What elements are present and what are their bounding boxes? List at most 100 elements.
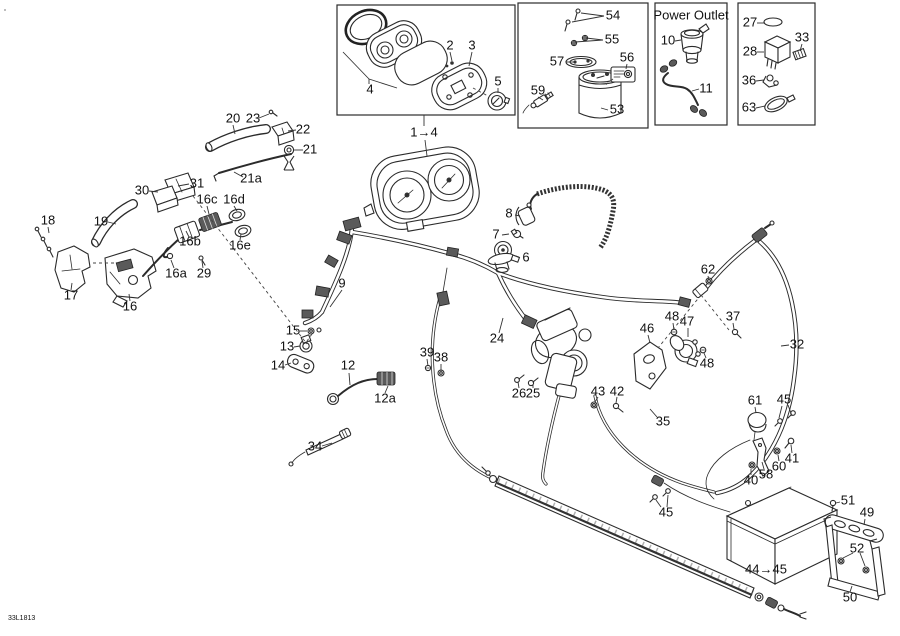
dashed-leader-line <box>306 333 313 342</box>
part-label-20: 20 <box>226 110 240 125</box>
part-label-33l1813: 33L1813 <box>8 615 35 622</box>
leader-line <box>514 214 521 217</box>
leader-line <box>233 171 244 178</box>
leader-line <box>780 344 790 347</box>
page-speck <box>4 9 6 11</box>
leader-line <box>615 396 618 404</box>
leader-line <box>594 396 599 403</box>
leader-line <box>778 405 783 419</box>
leader-line <box>107 221 117 225</box>
fasteners-art <box>424 364 624 413</box>
part-label-29: 29 <box>197 265 211 280</box>
part-label-10: 10 <box>661 32 675 47</box>
leader-line <box>625 63 628 70</box>
part-label-21a: 21a <box>240 170 262 185</box>
part-label-42: 42 <box>610 383 624 398</box>
leader-line <box>512 254 520 258</box>
dashed-leader-line <box>603 78 614 87</box>
leader-line <box>501 233 510 236</box>
part-label-60: 60 <box>772 458 786 473</box>
part-label-55: 55 <box>605 31 619 46</box>
leader-line <box>863 518 866 526</box>
part-label-35: 35 <box>656 413 670 428</box>
part-label-22: 22 <box>296 121 310 136</box>
part-label-26: 26 <box>512 385 526 400</box>
part-label-58: 58 <box>759 466 773 481</box>
part-label-23: 23 <box>246 110 260 125</box>
part-label-43: 43 <box>591 383 605 398</box>
part-label-38: 38 <box>434 349 448 364</box>
leader-line <box>835 501 841 504</box>
leader-line <box>585 37 604 41</box>
part-label-3: 3 <box>468 37 475 52</box>
leader-line <box>655 499 662 508</box>
part-label-63: 63 <box>742 99 756 114</box>
leader-line <box>177 183 190 187</box>
leader-line <box>755 105 766 109</box>
leader-line <box>468 51 473 67</box>
leader-line <box>426 358 429 367</box>
wiring-harness-art <box>142 208 716 494</box>
leader-line <box>368 78 398 89</box>
part-label-16a: 16a <box>165 265 187 280</box>
leader-line <box>647 334 651 344</box>
part-label-4: 4 <box>366 81 373 96</box>
leader-line <box>424 139 428 157</box>
battery-art <box>481 466 886 620</box>
part-label-30: 30 <box>135 182 149 197</box>
part-label-62: 62 <box>701 261 715 276</box>
part-label-5: 5 <box>494 73 501 88</box>
dashed-leader-line <box>657 294 702 349</box>
part-label-6: 6 <box>522 249 529 264</box>
part-label-61: 61 <box>748 392 762 407</box>
part-label-47: 47 <box>680 313 694 328</box>
part-label-53: 53 <box>610 101 624 116</box>
part-label-45: 45 <box>659 504 673 519</box>
leader-line <box>342 51 370 80</box>
vent-hoses-art <box>91 124 271 248</box>
part-label-36: 36 <box>742 72 756 87</box>
part-label-16d: 16d <box>223 191 245 206</box>
part-label-16b: 16b <box>179 233 201 248</box>
part-label-7: 7 <box>492 226 499 241</box>
leader-line <box>170 259 175 269</box>
part-label-50: 50 <box>843 589 857 604</box>
part-label-16: 16 <box>123 298 137 313</box>
leader-line <box>47 226 50 234</box>
part-label-34: 34 <box>308 438 322 453</box>
part-label-28: 28 <box>743 43 757 58</box>
part-label-40: 40 <box>744 472 758 487</box>
leader-line <box>666 494 669 508</box>
part-label-21: 21 <box>303 141 317 156</box>
leader-line <box>348 372 351 386</box>
leader-lines <box>47 12 866 593</box>
inset-box-oil-reservoir <box>517 2 649 129</box>
part-label-19: 19 <box>94 213 108 228</box>
dashed-leader-line <box>472 87 489 97</box>
part-label-51: 51 <box>841 492 855 507</box>
part-label-41: 41 <box>785 450 799 465</box>
leader-line <box>287 129 297 132</box>
part-label-power-outlet: Power Outlet <box>653 7 729 22</box>
leader-line <box>449 51 453 62</box>
part-label-17: 17 <box>64 287 78 302</box>
engine-assembly-art <box>530 307 592 399</box>
part-label-18: 18 <box>41 212 55 227</box>
left-controls-art <box>34 109 295 308</box>
leader-line <box>571 15 605 23</box>
leader-line <box>574 39 604 43</box>
leader-line <box>849 585 853 593</box>
leader-line <box>580 12 605 17</box>
part-label-56: 56 <box>620 49 634 64</box>
dashed-leader-line <box>192 195 308 345</box>
part-label-33: 33 <box>795 29 809 44</box>
leader-line <box>732 322 735 330</box>
right-cables-art <box>633 220 799 513</box>
part-label-13: 13 <box>280 338 294 353</box>
leader-line <box>128 293 131 302</box>
instrument-cluster-inset-art <box>344 8 511 111</box>
reservoir-inset-art <box>522 8 636 119</box>
leader-line <box>707 275 710 281</box>
inset-box-relay-hardware <box>737 2 816 126</box>
